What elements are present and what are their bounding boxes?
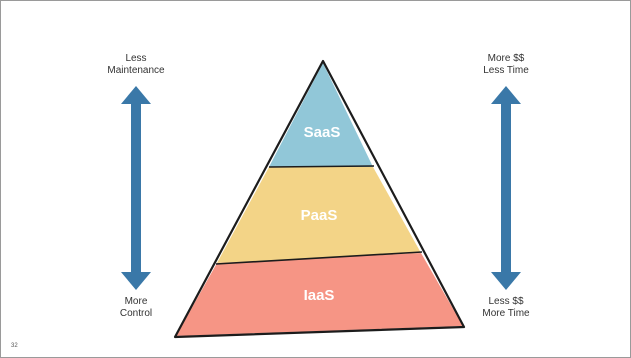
page-number: 32 [11,343,18,349]
pyramid-tier-saas [269,63,373,167]
left-bottom-label-line-2: Control [119,308,153,319]
pyramid-tier-iaas [176,253,463,336]
pyramid-outline [173,59,466,339]
left-top-label-line-1: Less [125,53,147,64]
left-bottom-label-line-1: More [124,296,148,307]
right-top-label: More $$ Less Time [451,53,561,77]
tier-label-paas: PaaS [301,207,338,224]
right-top-label-line-1: More $$ [487,53,525,64]
pyramid-divider-lower [215,251,423,265]
tier-label-iaas: IaaS [304,287,335,304]
right-double-arrow [491,86,521,290]
tier-label-saas: SaaS [304,124,341,141]
left-top-label: Less Maintenance [81,53,191,77]
right-bottom-label-line-1: Less $$ [488,296,524,307]
pyramid-tier-paas [217,167,421,263]
left-top-label-line-2: Maintenance [107,65,165,76]
right-bottom-label-line-2: More Time [482,308,530,319]
left-bottom-label: More Control [81,296,191,320]
pyramid-divider-upper [268,165,375,168]
right-bottom-label: Less $$ More Time [451,296,561,320]
right-top-label-line-2: Less Time [483,65,529,76]
left-double-arrow [121,86,151,290]
